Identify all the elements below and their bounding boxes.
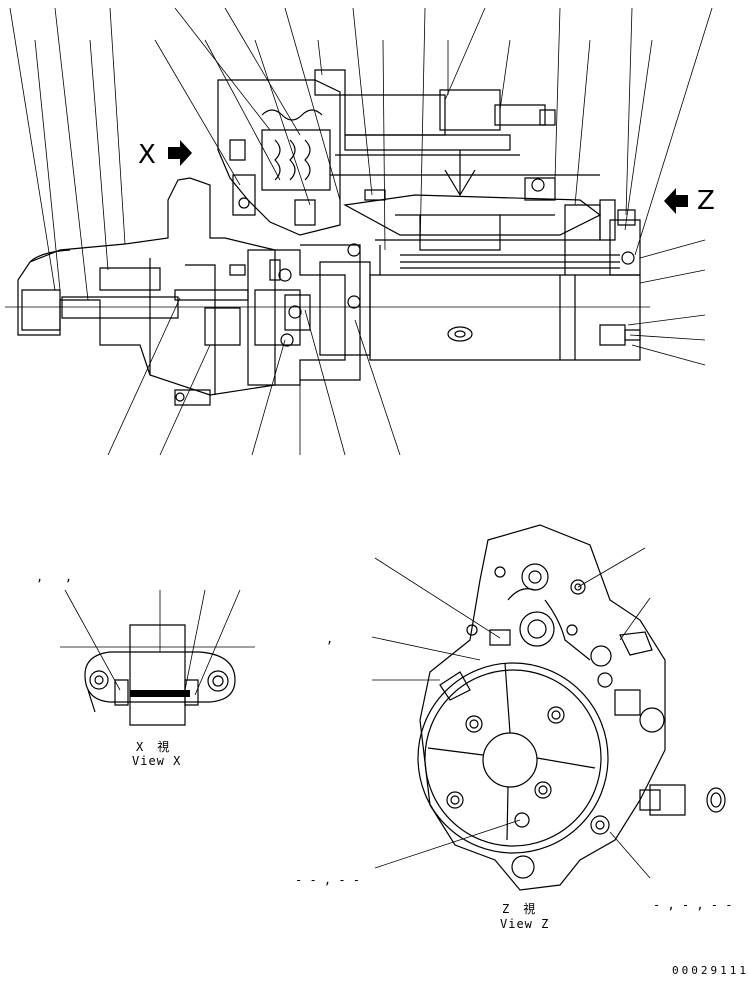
punctuation-mid: , [326,632,334,646]
view-z-diagram [371,524,726,891]
punctuation-bottom-right: - , - , - - [653,898,733,912]
leader-lines-bottom [107,297,401,456]
punctuation-left: , , [36,570,73,584]
drawing-code: 00029111 [672,964,748,977]
arrow-left-icon [664,188,688,214]
view-z-marker: Z [697,186,715,216]
punctuation-bottom-left: - - , - - [295,873,361,887]
arrow-right-icon [168,140,192,166]
view-x-diagram [60,589,255,726]
starter-side-view [5,69,650,406]
view-z-caption-kanji: Z 視 [502,902,537,916]
view-z-caption-english: View Z [500,917,550,931]
view-x-caption-kanji: X 視 [136,740,171,754]
view-x-marker: X [138,140,156,170]
leader-lines-top [9,7,713,366]
view-x-caption-english: View X [132,754,182,768]
